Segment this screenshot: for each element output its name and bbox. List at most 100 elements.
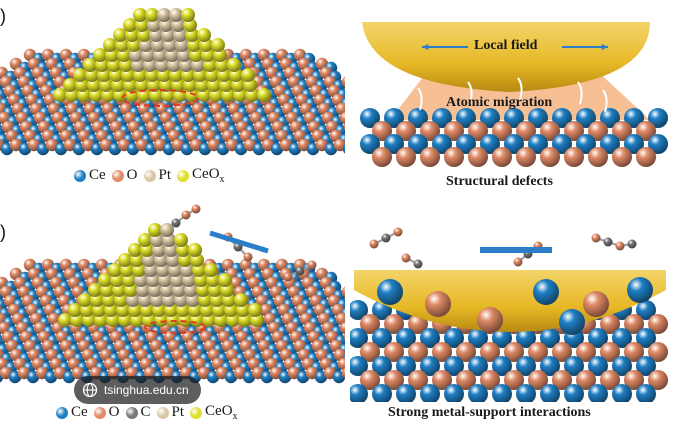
watermark: tsinghua.edu.cn — [74, 376, 201, 404]
tr-support-atom — [588, 147, 608, 167]
br-support-atom — [456, 370, 476, 390]
br-support-atom — [408, 370, 428, 390]
tl-ceox-atom — [83, 58, 97, 72]
tr-support-atom — [384, 108, 404, 128]
bl-ceox-atom — [248, 303, 262, 317]
tr-support-atom — [468, 121, 488, 141]
br-support-atom — [384, 314, 404, 334]
bottom-legend-label-c: C — [140, 404, 151, 420]
top-left-model — [0, 0, 345, 165]
br-support-atom — [552, 370, 572, 390]
top-legend-label-ceo: CeOx — [192, 166, 225, 185]
tr-support-atom — [432, 108, 452, 128]
br-support-atom — [420, 356, 440, 376]
bottom-legend-label-ce: Ce — [71, 404, 88, 420]
bottom-legend-swatch-ce — [56, 406, 68, 419]
br-encapsulated-atom — [425, 291, 451, 317]
bl-co2-1-atom — [171, 218, 181, 228]
tr-support-atom — [540, 121, 560, 141]
panel-letter-a: ) — [0, 6, 6, 26]
br-support-atom — [624, 314, 644, 334]
bl-ceox-atom — [118, 253, 132, 267]
globe-icon — [82, 382, 98, 398]
br-support-atom — [492, 328, 512, 348]
br-encapsulated-atom — [627, 277, 653, 303]
bl-ceox-atom — [78, 293, 92, 307]
br-support-atom — [350, 300, 368, 320]
tr-support-atom — [420, 121, 440, 141]
tr-support-atom — [516, 147, 536, 167]
br-support-atom — [648, 342, 668, 362]
structural-defects-label: Structural defects — [446, 174, 553, 189]
tl-oxygen-atom — [339, 111, 345, 125]
top-legend-swatch-ce — [74, 169, 86, 182]
br-support-atom — [636, 384, 656, 402]
bl-oxygen-atom — [335, 312, 345, 326]
tr-support-atom — [444, 121, 464, 141]
br-support-atom — [360, 314, 380, 334]
tr-support-atom — [384, 134, 404, 154]
tl-oxygen-atom — [343, 123, 345, 131]
br-support-atom — [420, 328, 440, 348]
top-legend-swatch-o — [111, 169, 124, 182]
tr-support-atom — [648, 134, 668, 154]
top-legend-item-ce: Ce — [74, 167, 106, 184]
tr-support-atom — [396, 147, 416, 167]
br-support-atom — [648, 370, 668, 390]
bottom-legend-swatch-pt — [156, 406, 169, 419]
bottom-legend-item-ceo: CeOx — [190, 403, 238, 422]
br-support-atom — [504, 342, 524, 362]
bottom-legend-label-pt: Pt — [171, 404, 185, 420]
tr-support-atom — [360, 134, 380, 154]
br-support-atom — [636, 328, 656, 348]
tr-support-atom — [396, 121, 416, 141]
br-support-atom — [612, 328, 632, 348]
br-support-atom — [350, 356, 368, 376]
tl-ceox-atom — [103, 38, 117, 52]
br-support-atom — [564, 356, 584, 376]
tr-support-atom — [612, 121, 632, 141]
br-support-atom — [636, 356, 656, 376]
bl-co2-1-atom — [191, 204, 201, 214]
bl-oxygen-atom — [341, 286, 345, 298]
br-support-atom — [444, 328, 464, 348]
tr-support-atom — [480, 134, 500, 154]
tr-support-atom — [528, 134, 548, 154]
tr-support-atom — [624, 108, 644, 128]
br-support-atom — [468, 384, 488, 402]
br-support-atom — [636, 300, 656, 320]
tl-ceox-atom — [257, 88, 271, 102]
tr-support-atom — [552, 134, 572, 154]
top-right-scheme — [350, 0, 670, 170]
tr-support-atom — [612, 147, 632, 167]
tl-platinum-atom — [157, 8, 171, 22]
bl-co2-3-atom — [295, 266, 305, 276]
br-support-atom — [480, 370, 500, 390]
tl-ceox-atom — [181, 8, 195, 22]
br-encapsulated-atom — [377, 279, 403, 305]
top-legend-item-pt: Pt — [143, 167, 171, 184]
tr-support-atom — [636, 121, 656, 141]
bl-ceox-atom — [108, 263, 122, 277]
br-support-atom — [588, 356, 608, 376]
br-support-atom — [516, 328, 536, 348]
br-co2-3-atom — [627, 239, 637, 249]
tr-support-atom — [600, 108, 620, 128]
bl-ceox-atom — [188, 243, 202, 257]
atomic-migration-label: Atomic migration — [446, 95, 553, 110]
bottom-legend-label-o: O — [108, 404, 120, 420]
br-co2-1-atom — [393, 227, 403, 237]
br-support-atom — [492, 356, 512, 376]
tl-ceox-atom — [133, 8, 147, 22]
br-support-atom — [612, 384, 632, 402]
smsi-caption: Strong metal-support interactions — [388, 405, 591, 420]
br-co2-3-atom — [591, 233, 601, 243]
bl-oxygen-atom — [341, 367, 345, 379]
tr-support-atom — [504, 134, 524, 154]
br-support-atom — [432, 342, 452, 362]
br-support-atom — [576, 342, 596, 362]
br-co2-1-atom — [381, 233, 391, 243]
tl-ceox-atom — [123, 18, 137, 32]
br-support-atom — [360, 342, 380, 362]
